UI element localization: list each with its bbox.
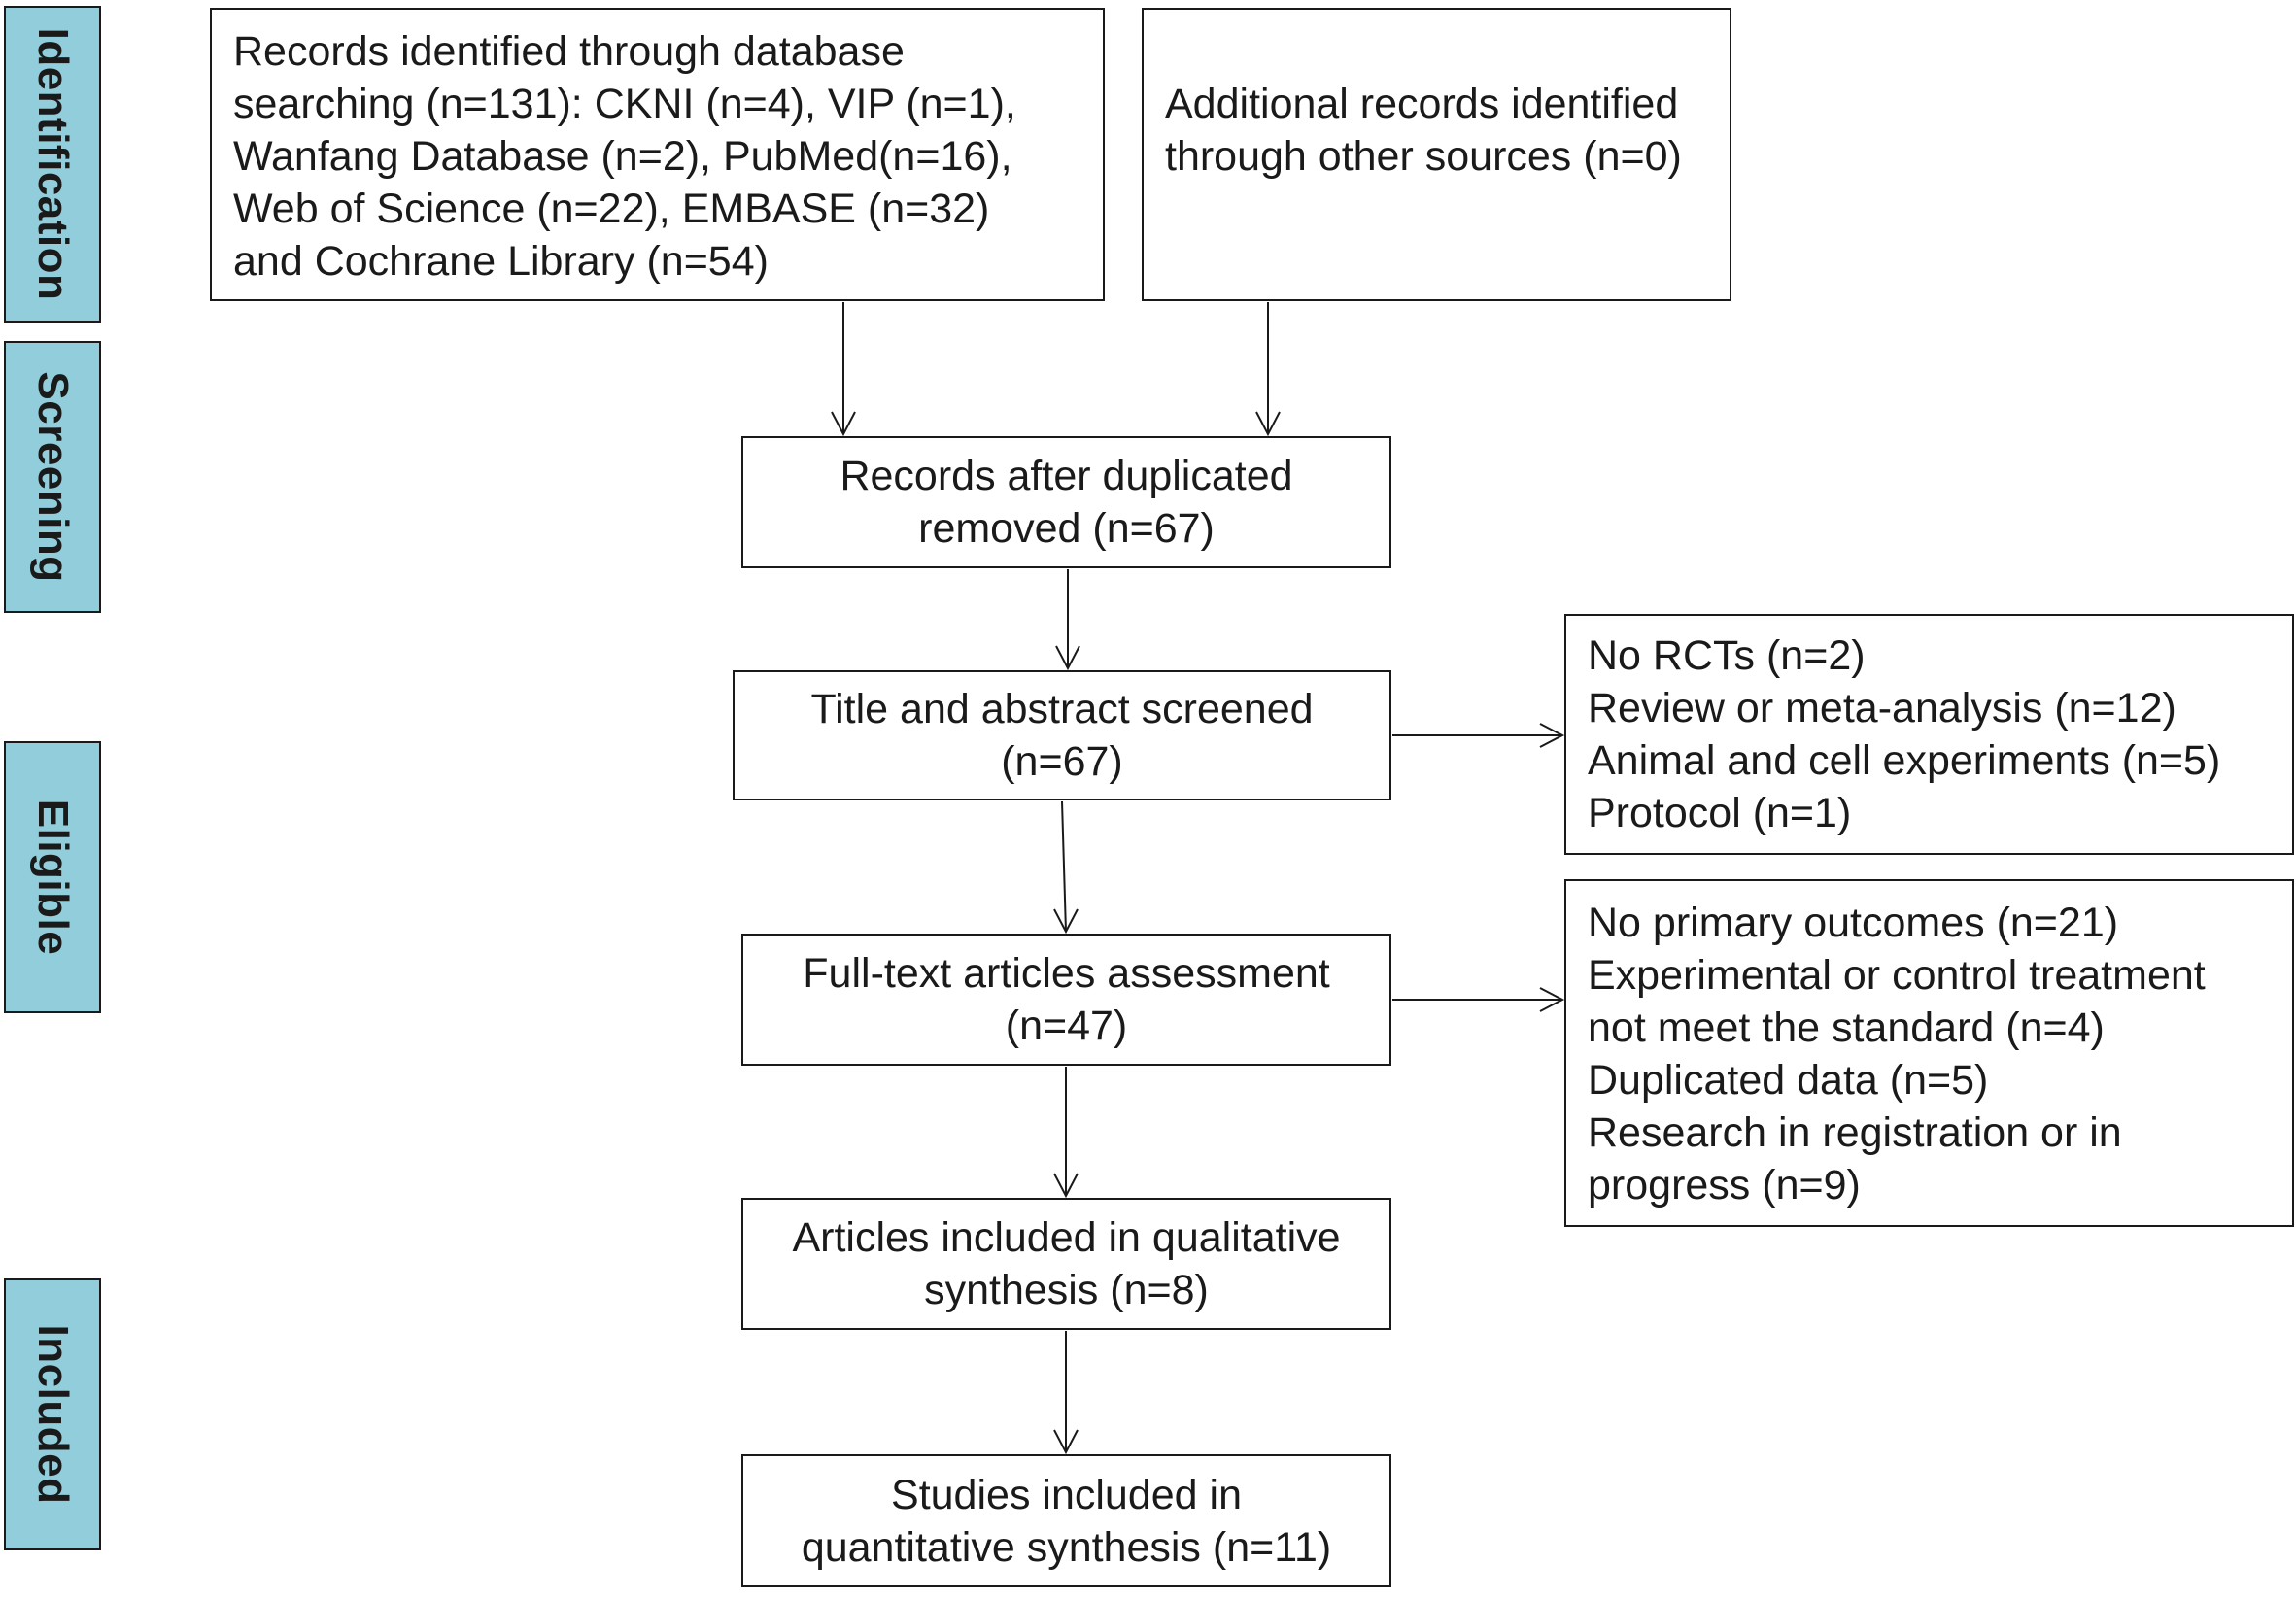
box-line: Title and abstract screened	[810, 686, 1314, 732]
box-line: synthesis (n=8)	[924, 1267, 1209, 1313]
box-line: quantitative synthesis (n=11)	[801, 1523, 1332, 1571]
phase-included: Included	[4, 1278, 101, 1550]
duplicates-removed-box: Records after duplicated removed (n=67)	[741, 436, 1391, 568]
phase-screening-label: Screening	[29, 371, 77, 583]
other-sources-box: Additional records identified through ot…	[1142, 8, 1731, 301]
full-text-exclusions-box: No primary outcomes (n=21) Experimental …	[1564, 879, 2294, 1227]
box-line: Experimental or control treatment	[1588, 952, 2206, 999]
quantitative-synthesis-box: Studies included in quantitative synthes…	[741, 1454, 1391, 1587]
box-line: Duplicated data (n=5)	[1588, 1057, 1989, 1104]
phase-eligible: Eligible	[4, 741, 101, 1013]
box-line: Records after duplicated	[840, 453, 1293, 499]
phase-eligible-label: Eligible	[29, 799, 77, 956]
box-line: not meet the standard (n=4)	[1588, 1004, 2105, 1051]
phase-identification: Identification	[4, 6, 101, 323]
phase-included-label: Included	[29, 1324, 77, 1505]
box-line: (n=47)	[1005, 1003, 1128, 1049]
box-line: Full-text articles assessment	[803, 950, 1330, 997]
box-line: Studies included in	[891, 1471, 1242, 1518]
box-line: (n=67)	[1001, 738, 1123, 785]
arrowhead	[831, 411, 856, 437]
box-line: through other sources (n=0)	[1165, 133, 1682, 180]
phase-screening: Screening	[4, 341, 101, 613]
database-search-box: Records identified through database sear…	[210, 8, 1105, 301]
arrowhead	[1539, 987, 1565, 1012]
box-line: Records identified through database	[233, 28, 905, 75]
title-abstract-box: Title and abstract screened (n=67)	[733, 670, 1391, 800]
box-line: Animal and cell experiments (n=5)	[1588, 737, 2221, 784]
arrow-title-to-fulltext	[1061, 800, 1067, 933]
arrowhead	[1255, 411, 1281, 437]
arrowhead	[1053, 908, 1079, 935]
box-line: Web of Science (n=22), EMBASE (n=32)	[233, 186, 990, 232]
box-line: Protocol (n=1)	[1588, 790, 1852, 836]
box-line: removed (n=67)	[918, 505, 1215, 552]
arrowhead	[1539, 723, 1565, 748]
phase-identification-label: Identification	[29, 27, 77, 301]
box-line: progress (n=9)	[1588, 1162, 1861, 1208]
box-line: and Cochrane Library (n=54)	[233, 238, 769, 285]
arrowhead	[1053, 1173, 1079, 1199]
box-line: searching (n=131): CKNI (n=4), VIP (n=1)…	[233, 81, 1016, 127]
box-line: Wanfang Database (n=2), PubMed(n=16),	[233, 133, 1012, 180]
box-line: Additional records identified	[1165, 81, 1679, 127]
screening-exclusions-box: No RCTs (n=2) Review or meta-analysis (n…	[1564, 614, 2294, 855]
arrowhead	[1055, 645, 1080, 671]
full-text-box: Full-text articles assessment (n=47)	[741, 934, 1391, 1066]
box-line: No RCTs (n=2)	[1588, 632, 1866, 679]
qualitative-synthesis-box: Articles included in qualitative synthes…	[741, 1198, 1391, 1330]
box-line: Review or meta-analysis (n=12)	[1588, 685, 2176, 731]
box-line: Research in registration or in	[1588, 1109, 2122, 1156]
box-line: No primary outcomes (n=21)	[1588, 900, 2119, 946]
box-line: Articles included in qualitative	[792, 1214, 1341, 1261]
arrowhead	[1053, 1429, 1079, 1455]
